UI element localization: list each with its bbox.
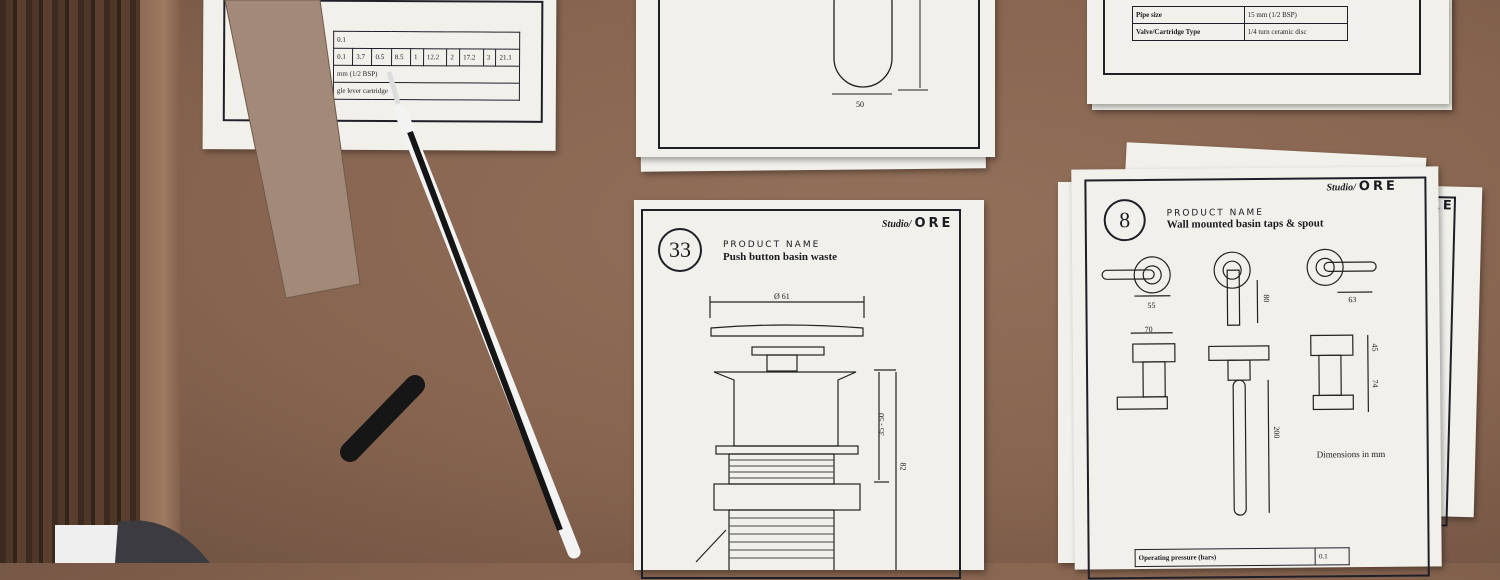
desk-objects <box>0 0 1500 563</box>
eraser <box>55 520 210 563</box>
pen <box>389 72 574 552</box>
pen-cap <box>350 385 415 452</box>
